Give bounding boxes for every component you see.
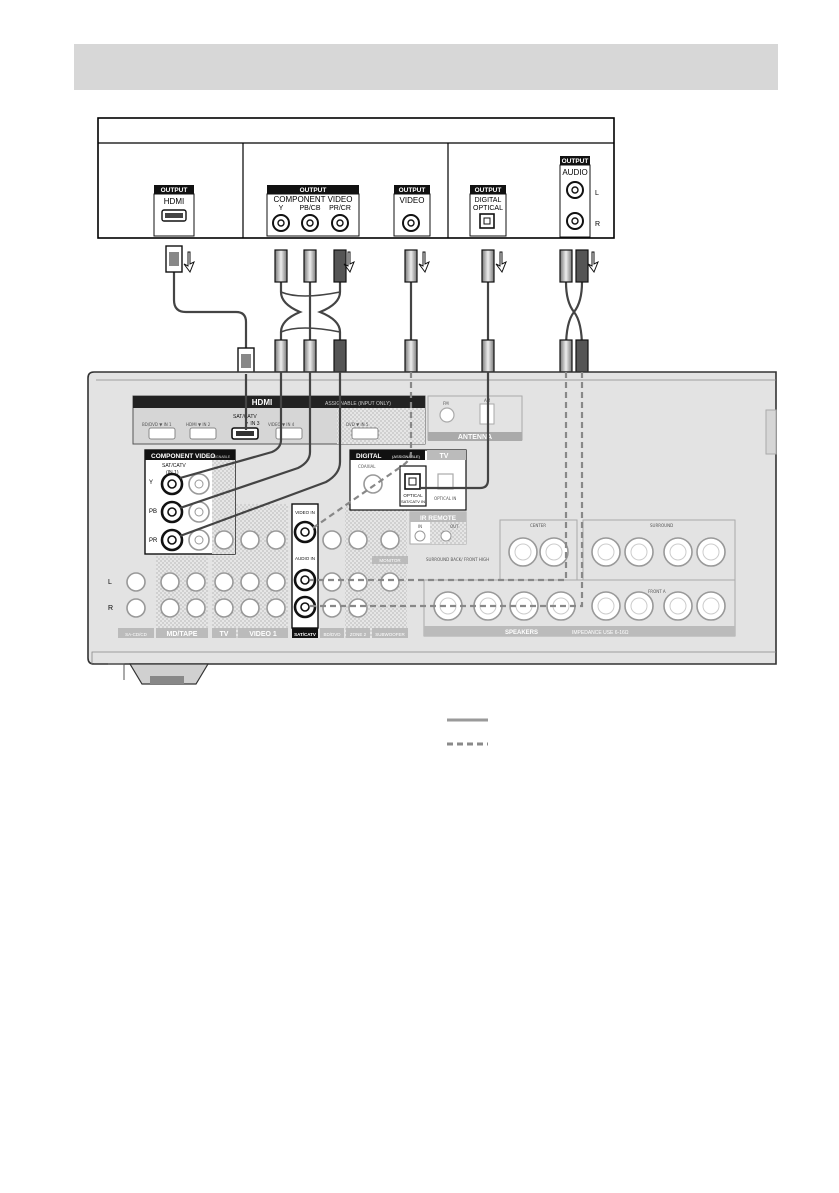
source-hdmi-output: OUTPUT HDMI (153, 185, 195, 237)
col-bd-dvd: BD/DVD (323, 632, 341, 637)
source-audio-output: OUTPUT AUDIO L R (559, 156, 600, 238)
output-tag: OUTPUT (399, 187, 426, 194)
monitor-label: MONITOR (379, 558, 401, 563)
hdmi-label: HDMI (164, 197, 184, 206)
hdmi-port-label: BD/DVD ▼ IN 1 (142, 422, 172, 427)
component-port-pb: PB/CB (299, 205, 320, 212)
receiver-component-title: COMPONENT VIDEO (151, 453, 215, 460)
source-device-panel: OUTPUT HDMI OUTPUT COMPONENT VIDEO Y PB/… (97, 117, 615, 239)
component-port-y: Y (279, 205, 284, 212)
coaxial-label: COAXIAL (358, 464, 376, 469)
source-component-output: OUTPUT COMPONENT VIDEO Y PB/CB PR/CR (266, 185, 360, 237)
video-in-label: VIDEO IN (295, 510, 315, 515)
receiver-hdmi-section: HDMI (252, 398, 272, 407)
ir-in-label: IN (418, 524, 422, 529)
antenna-label: ANTENNA (458, 434, 492, 441)
antenna-fm: FM (443, 401, 449, 406)
impedance-label: IMPEDANCE USE 6-16Ω (572, 630, 629, 636)
ir-remote-label: IR REMOTE (420, 515, 457, 522)
audio-r-row: R (108, 605, 113, 612)
source-video-output: OUTPUT VIDEO (393, 185, 431, 237)
center-label: CENTER (530, 523, 546, 528)
surround-back-label: SURROUND BACK/ FRONT HIGH (426, 557, 489, 562)
col-sa-cd: SA-CD/CD (125, 632, 148, 637)
digital-label: DIGITAL (475, 197, 502, 204)
solid-cables (172, 272, 584, 349)
audio-l-label: L (595, 190, 599, 197)
col-tv: TV (220, 631, 229, 638)
hdmi-highlight-sub: ▼ IN 3 (244, 421, 260, 427)
section-header-bar (74, 44, 778, 90)
receiver-solid-cables (179, 372, 490, 538)
front-a-label: FRONT A (648, 589, 666, 594)
output-tag: OUTPUT (300, 187, 327, 194)
receiver-rear-panel: HDMI ASSIGNABLE (INPUT ONLY) BD/DVD ▼ IN… (87, 371, 777, 685)
component-port-pr: PR/CR (329, 205, 351, 212)
output-tag: OUTPUT (562, 158, 589, 165)
col-subwoofer: SUBWOOFER (375, 632, 405, 637)
component-y-label: Y (149, 480, 153, 486)
component-pr-label: PR (149, 538, 158, 544)
col-video1: VIDEO 1 (249, 631, 277, 638)
output-tag: OUTPUT (161, 187, 188, 194)
receiver-dashed-cables (309, 372, 584, 608)
speakers-label: SPEAKERS (505, 630, 538, 636)
cable-legend (447, 718, 488, 746)
video-label: VIDEO (400, 196, 425, 205)
component-pb-label: PB (149, 509, 157, 515)
optical-sat-sub: SAT/CATV IN (401, 499, 425, 504)
receiver-faded-jacks (126, 530, 400, 618)
hdmi-port-label: DVD ▼ IN 5 (346, 422, 369, 427)
col-satcatv: SAT/CATV (294, 632, 316, 637)
component-label: COMPONENT VIDEO (274, 195, 353, 204)
surround-label: SURROUND (650, 523, 673, 528)
receiver-digital-title: DIGITAL (356, 453, 382, 460)
receiver-component-assignable: ASSIGNABLE (208, 455, 231, 459)
audio-label: AUDIO (562, 168, 587, 177)
col-zone2: ZONE 2 (350, 632, 367, 637)
output-tag: OUTPUT (475, 187, 502, 194)
hdmi-port-label: HDMI ▼ IN 2 (186, 422, 211, 427)
optical-tv-label: OPTICAL IN (434, 496, 456, 501)
audio-in-label: AUDIO IN (295, 556, 315, 561)
component-jacks (160, 472, 210, 552)
column-labels: SA-CD/CD MD/TAPE TV VIDEO 1 SAT/CATV BD/… (118, 556, 408, 638)
receiver-plugs (237, 339, 589, 375)
receiver-digital-tv: TV (440, 453, 449, 460)
audio-l-row: L (108, 579, 112, 586)
flow-arrows (183, 251, 599, 274)
component-input-label: SAT/CATV (162, 463, 186, 469)
source-plugs (165, 245, 589, 283)
receiver-hdmi-assignable: ASSIGNABLE (INPUT ONLY) (325, 401, 391, 407)
optical-sat-label: OPTICAL (403, 493, 423, 498)
ir-out-label: OUT (450, 524, 459, 529)
col-md-tape: MD/TAPE (167, 631, 198, 638)
receiver-digital-assignable: (ASSIGNABLE) (392, 454, 421, 459)
source-optical-output: OUTPUT DIGITAL OPTICAL (469, 185, 507, 237)
optical-label: OPTICAL (473, 205, 503, 212)
audio-r-label: R (595, 221, 600, 228)
